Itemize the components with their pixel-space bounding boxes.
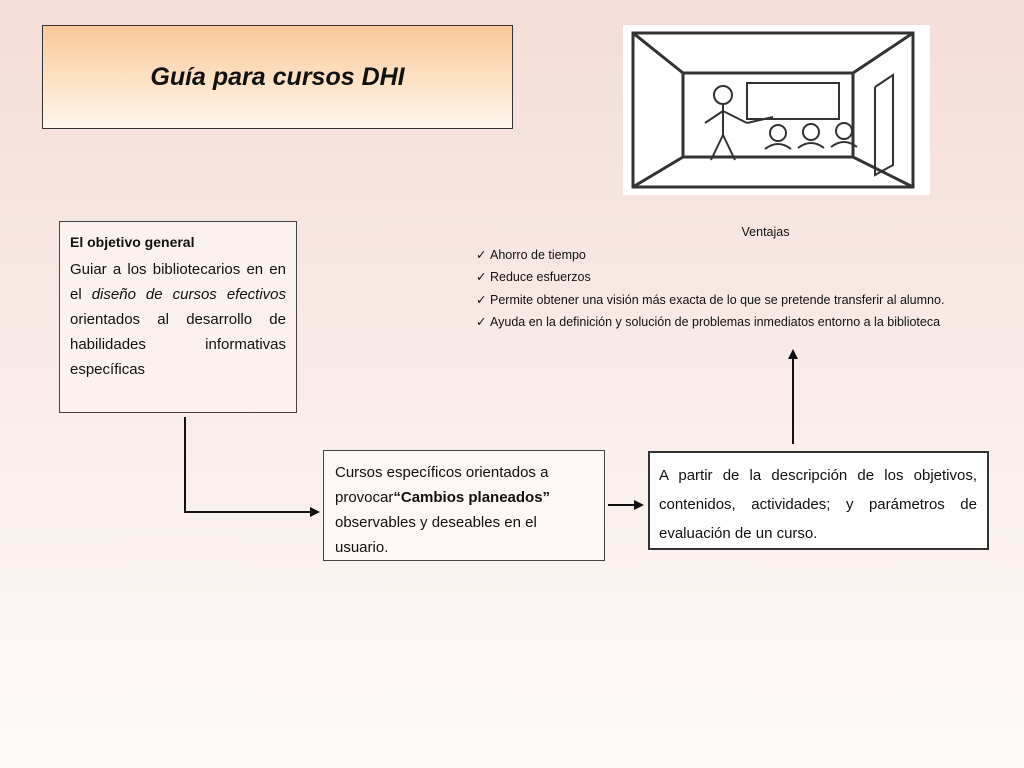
list-item: ✓Ayuda en la definición y solución de pr… bbox=[476, 311, 1021, 334]
page-title: Guía para cursos DHI bbox=[150, 62, 405, 91]
a-partir-box: A partir de la descripción de los objeti… bbox=[648, 451, 989, 550]
cursos-text-part2: observables y deseables en el usuario. bbox=[335, 514, 537, 556]
check-icon: ✓ bbox=[476, 270, 487, 284]
check-icon: ✓ bbox=[476, 315, 487, 329]
cursos-text-part1: Cursos específicos orientados a provocar bbox=[335, 464, 549, 506]
objetivo-text-emphasis: diseño de cursos efectivos bbox=[91, 286, 287, 303]
arrow-objetivo-to-cursos bbox=[184, 417, 320, 517]
ventajas-block: Ventajas ✓Ahorro de tiempo ✓Reduce esfue… bbox=[476, 221, 1021, 334]
title-box: Guía para cursos DHI bbox=[42, 25, 513, 129]
classroom-sketch-icon bbox=[623, 25, 930, 195]
cursos-especificos-box: Cursos específicos orientados a provocar… bbox=[323, 450, 605, 561]
list-item: ✓Reduce esfuerzos bbox=[476, 266, 1021, 289]
objetivo-heading: El objetivo general bbox=[70, 234, 195, 250]
objetivo-general-box: El objetivo general Guiar a los bibliote… bbox=[59, 221, 297, 413]
ventajas-list: ✓Ahorro de tiempo ✓Reduce esfuerzos ✓Per… bbox=[476, 244, 1021, 334]
objetivo-text-part1: Guiar a los bibliotecarios en en el bbox=[70, 261, 286, 303]
objetivo-text: Guiar a los bibliotecarios en en el dise… bbox=[70, 257, 286, 382]
check-icon: ✓ bbox=[476, 247, 487, 262]
partir-text: A partir de la descripción de los objeti… bbox=[659, 467, 977, 542]
ventajas-heading: Ventajas bbox=[741, 225, 790, 239]
cursos-text-bold: “Cambios planeados” bbox=[393, 489, 551, 506]
list-item: ✓Permite obtener una visión más exacta d… bbox=[476, 289, 1021, 312]
objetivo-text-part2: orientados al desarrollo de habilidades … bbox=[70, 311, 286, 378]
check-icon: ✓ bbox=[476, 292, 487, 307]
list-item: ✓Ahorro de tiempo bbox=[476, 244, 1021, 267]
